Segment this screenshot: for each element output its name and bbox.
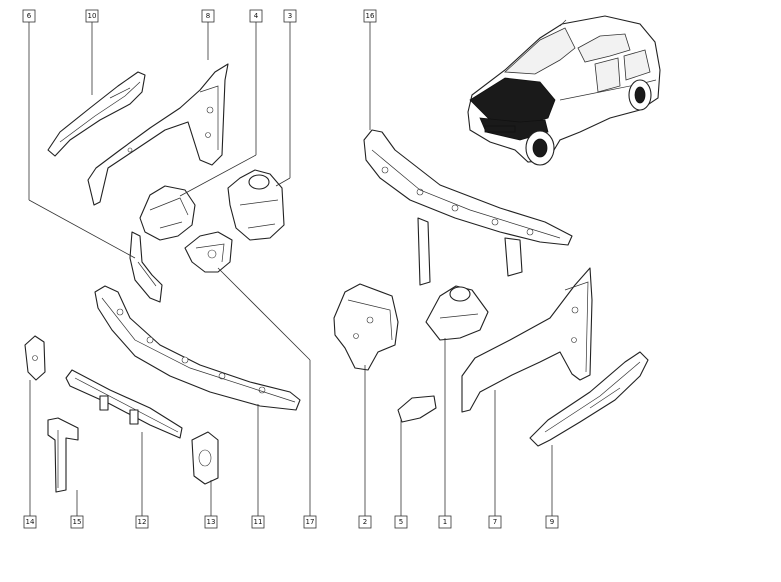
part-8-fender-panel [87,63,229,206]
callout-17: 17 [303,515,317,529]
part-7-front-wing [461,267,593,413]
svg-text:7: 7 [493,518,497,526]
part-5-small-bracket [397,395,437,423]
callout-12: 12 [135,515,149,529]
svg-text:17: 17 [306,518,315,526]
callout-5: 5 [394,515,408,529]
part-16-upper-crossmember [363,129,573,286]
part-11-lower-crossmember [94,285,301,411]
callout-2: 2 [358,515,372,529]
svg-text:4: 4 [254,12,259,20]
part-4-bracket [139,185,196,241]
callout-8: 8 [201,9,215,23]
part-15-post [47,417,79,493]
part-6-gusset [129,231,163,303]
callout-16: 16 [363,9,377,23]
callout-14: 14 [23,515,37,529]
svg-text:13: 13 [207,518,216,526]
svg-text:10: 10 [88,12,97,20]
svg-text:12: 12 [138,518,147,526]
part-9-arch-panel [529,351,649,447]
svg-text:15: 15 [73,518,82,526]
svg-text:9: 9 [550,518,554,526]
part-12-bumper-beam [65,369,183,439]
part-1-strut-tower [425,285,489,341]
part-3-strut-tower [227,169,285,241]
callout-7: 7 [488,515,502,529]
leader-lines [28,22,553,516]
part-10-wing-panel [47,71,146,157]
svg-text:14: 14 [26,518,35,526]
part-17-mount-bracket [184,231,233,273]
svg-text:6: 6 [27,12,32,20]
part-14-small-bracket [24,335,46,381]
svg-text:16: 16 [366,12,375,20]
callout-1: 1 [438,515,452,529]
callout-15: 15 [70,515,84,529]
part-13-plate [191,431,219,485]
svg-text:11: 11 [254,518,263,526]
callout-9: 9 [545,515,559,529]
svg-text:1: 1 [443,518,447,526]
svg-text:8: 8 [206,12,210,20]
callout-10: 10 [85,9,99,23]
callout-13: 13 [204,515,218,529]
vehicle-illustration [467,15,661,166]
callout-11: 11 [251,515,265,529]
callout-4: 4 [249,9,263,23]
svg-text:5: 5 [399,518,403,526]
callout-6: 6 [22,9,36,23]
svg-text:3: 3 [288,12,292,20]
svg-text:2: 2 [363,518,367,526]
part-2-side-bracket [333,283,399,371]
callout-3: 3 [283,9,297,23]
